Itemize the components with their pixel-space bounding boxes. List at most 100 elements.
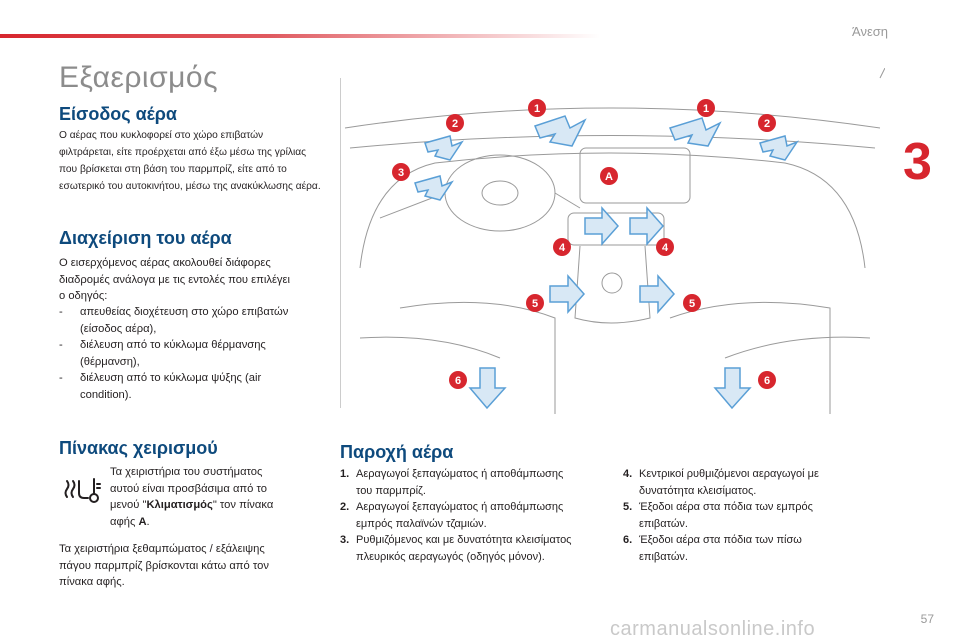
- text-fragment: " τον πίνακα: [212, 499, 274, 511]
- air-management-heading: Διαχείριση του αέρα: [59, 228, 232, 248]
- text-line: εσωτερικό του αυτοκινήτου, μέσω της ανακ…: [59, 181, 321, 192]
- list-item: 3. Ρυθμιζόμενος και με δυνατότητα κλεισίμ…: [340, 532, 610, 565]
- air-path-list: - απευθείας διοχέτευση στο χώρο επιβατών (…: [59, 304, 329, 403]
- air-supply-list-right: 4. Κεντρικοί ρυθμιζόμενοι αεραγωγοί με δυν…: [623, 466, 873, 565]
- text-line: του παρμπρίζ.: [356, 484, 426, 497]
- text-fragment: αφής: [110, 515, 139, 528]
- item-number: 5.: [623, 501, 633, 513]
- marker-4-left: 4: [553, 238, 571, 256]
- text-line: Ο εισερχόμενος αέρας ακολουθεί διάφορες: [59, 257, 271, 269]
- text-line: αφής A.: [110, 514, 320, 531]
- marker-label: 2: [452, 118, 458, 130]
- text-line: φιλτράρεται, είτε προέρχεται από έξω μέσ…: [59, 147, 307, 158]
- windscreen-vent-arrow-right: [668, 117, 722, 147]
- windscreen-vent-arrow-left: [533, 115, 587, 147]
- marker-2-left: 2: [446, 114, 464, 132]
- text-line: επιβατών.: [639, 517, 688, 530]
- menu-name: Κλιματισμός: [146, 499, 213, 511]
- driver-side-vent-arrow: [414, 175, 454, 201]
- text-line: απευθείας διοχέτευση στο χώρο επιβατών: [80, 306, 289, 318]
- marker-label: 2: [764, 118, 770, 130]
- center-vent-arrow-right: [629, 206, 665, 246]
- rear-footwell-arrow-right: [713, 367, 752, 410]
- marker-label: 6: [455, 375, 461, 387]
- text-line: πάγου παρμπρίζ βρίσκονται κάτω από τον: [59, 559, 269, 572]
- marker-label: 6: [764, 375, 770, 387]
- header-accent-bar: [0, 34, 600, 38]
- air-management-intro: Ο εισερχόμενος αέρας ακολουθεί διάφορες …: [59, 255, 329, 305]
- marker-3: 3: [392, 163, 410, 181]
- page-number: 57: [920, 612, 934, 626]
- air-inlet-heading: Είσοδος αέρα: [59, 104, 177, 124]
- text-line: Κεντρικοί ρυθμιζόμενοι αεραγωγοί με: [639, 468, 819, 480]
- fan-seat-temperature-icon: [64, 478, 101, 503]
- control-panel-heading: Πίνακας χειρισμού: [59, 438, 218, 458]
- text-line: condition).: [80, 388, 132, 401]
- cabin-outline: [340, 68, 885, 414]
- side-window-arrow-right: [759, 135, 799, 161]
- cabin-ventilation-illustration: 1 1 2 2 3 4 4 5 5 6 6 A: [340, 68, 885, 414]
- front-footwell-arrow-left: [549, 274, 586, 314]
- page-title: Εξαερισμός: [59, 61, 219, 94]
- defrost-text: Τα χειριστήρια ξεθαμπώματος / εξάλειψης …: [59, 541, 329, 591]
- marker-label: A: [605, 171, 613, 183]
- item-number: 3.: [340, 534, 350, 546]
- text-line: (είσοδος αέρα),: [80, 322, 157, 335]
- watermark: carmanualsonline.info: [610, 618, 816, 640]
- list-item: - διέλευση από το κύκλωμα ψύξης (air condi…: [59, 370, 329, 403]
- text-line: Αεραγωγοί ξεπαγώματος ή αποθάμπωσης: [356, 501, 564, 513]
- marker-4-right: 4: [656, 238, 674, 256]
- side-window-arrow-left: [424, 135, 464, 161]
- marker-1-right: 1: [697, 99, 715, 117]
- text-line: εμπρός παλαϊνών τζαμιών.: [356, 517, 487, 530]
- item-number: 4.: [623, 468, 633, 480]
- text-line: Ρυθμιζόμενος και με δυνατότητα κλεισίματ…: [356, 534, 572, 546]
- marker-5-left: 5: [526, 294, 544, 312]
- text-line: Αεραγωγοί ξεπαγώματος ή αποθάμπωσης: [356, 468, 564, 480]
- text-line: πλευρικός αεραγωγός (οδηγός μόνον).: [356, 550, 545, 563]
- text-line: που βρίσκεται στη βάση του παρμπρίζ, είτ…: [59, 164, 287, 175]
- marker-label: 4: [662, 242, 669, 254]
- text-fragment: .: [146, 515, 150, 528]
- marker-5-right: 5: [683, 294, 701, 312]
- text-line: Ο αέρας που κυκλοφορεί στο χώρο επιβατών: [59, 130, 264, 141]
- chapter-number: 3: [903, 133, 932, 191]
- text-line: (θέρμανση),: [80, 355, 140, 368]
- text-line: μενού "Κλιματισμός" τον πίνακα: [110, 497, 320, 514]
- text-line: Έξοδοι αέρα στα πόδια των πίσω: [639, 534, 802, 546]
- text-fragment: μενού ": [110, 499, 147, 511]
- list-item: - διέλευση από το κύκλωμα θέρμανσης (θέρμα…: [59, 337, 329, 370]
- center-vent-arrow-left: [584, 206, 620, 246]
- list-item: 4. Κεντρικοί ρυθμιζόμενοι αεραγωγοί με δυν…: [623, 466, 873, 499]
- air-supply-heading: Παροχή αέρα: [340, 442, 454, 462]
- marker-label: 5: [532, 298, 538, 310]
- callout-markers: 1 1 2 2 3 4 4 5 5 6 6 A: [392, 99, 776, 389]
- marker-6-left: 6: [449, 371, 467, 389]
- dash-marker: -: [59, 339, 63, 351]
- marker-label: 1: [703, 103, 709, 115]
- marker-a: A: [600, 167, 618, 185]
- airflow-arrows: [414, 115, 799, 410]
- section-title: Άνεση: [852, 24, 888, 39]
- air-inlet-text: Ο αέρας που κυκλοφορεί στο χώρο επιβατών…: [59, 127, 334, 195]
- item-number: 1.: [340, 468, 350, 480]
- marker-6-right: 6: [758, 371, 776, 389]
- dash-marker: -: [59, 306, 63, 318]
- list-item: 5. Έξοδοι αέρα στα πόδια των εμπρός επιβατ…: [623, 499, 873, 532]
- list-item: 1. Αεραγωγοί ξεπαγώματος ή αποθάμπωσης του…: [340, 466, 610, 499]
- text-line: Τα χειριστήρια ξεθαμπώματος / εξάλειψης: [59, 543, 265, 555]
- text-line: διέλευση από το κύκλωμα θέρμανσης: [80, 339, 266, 351]
- dash-marker: -: [59, 372, 63, 384]
- text-line: ο οδηγός:: [59, 290, 108, 302]
- text-line: διαδρομές ανάλογα με τις εντολές που επι…: [59, 273, 290, 286]
- marker-2-right: 2: [758, 114, 776, 132]
- text-line: αυτού είναι προσβάσιμα από το: [110, 482, 267, 495]
- list-item: - απευθείας διοχέτευση στο χώρο επιβατών (…: [59, 304, 329, 337]
- text-line: δυνατότητα κλεισίματος.: [639, 484, 757, 497]
- text-line: Έξοδοι αέρα στα πόδια των εμπρός: [639, 501, 813, 513]
- text-line: διέλευση από το κύκλωμα ψύξης (air: [80, 372, 262, 384]
- control-panel-text: Τα χειριστήρια του συστήματος αυτού είνα…: [110, 464, 320, 530]
- text-line: πίνακα αφής.: [59, 576, 125, 588]
